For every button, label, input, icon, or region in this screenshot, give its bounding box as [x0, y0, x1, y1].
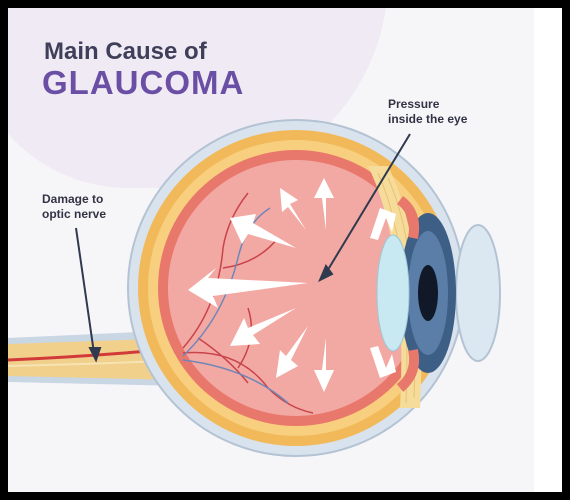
leader-lines [75, 133, 411, 363]
illustration-panel: Main Cause of GLAUCOMA Pressure inside t… [8, 8, 534, 492]
front-of-eye [376, 195, 501, 392]
right-margin [534, 8, 562, 492]
blood-vessels [182, 192, 314, 414]
damage-pointer-line [75, 227, 95, 354]
damage-label-line-2: optic nerve [42, 207, 107, 221]
pressure-pointer-head [318, 264, 334, 283]
pressure-label: Pressure inside the eye [388, 97, 467, 127]
pressure-pointer-line [325, 133, 411, 274]
damage-label: Damage to optic nerve [42, 192, 106, 222]
pressure-label-line-2: inside the eye [388, 112, 468, 126]
veins [182, 207, 289, 404]
eye-diagram [8, 119, 501, 457]
pressure-label-line-1: Pressure [388, 97, 440, 111]
damage-pointer-head [88, 347, 102, 363]
damage-label-line-1: Damage to [42, 192, 104, 206]
title-line-1: Main Cause of [44, 38, 207, 65]
pressure-arrows [188, 178, 396, 392]
title-line-2: GLAUCOMA [42, 64, 245, 101]
